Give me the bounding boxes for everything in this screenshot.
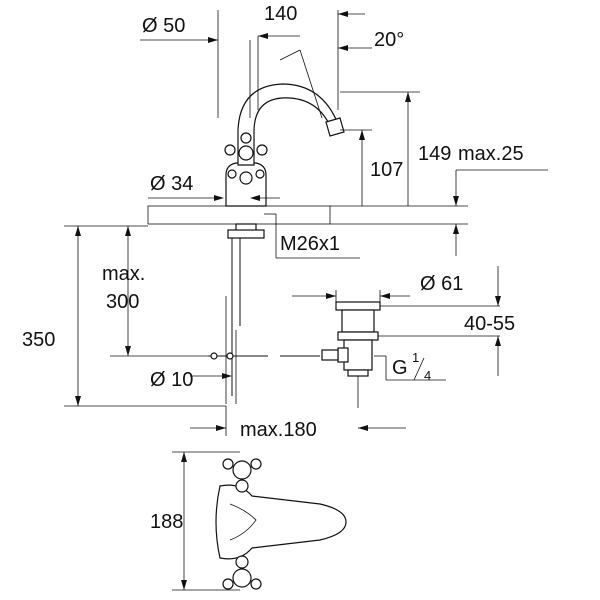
label-max300-line2: 300 <box>106 291 139 313</box>
dimension-labels: Ø 50 140 20° 149 107 max.25 Ø 34 M26x1 m… <box>22 3 524 533</box>
dimension-lines <box>64 10 548 436</box>
spout-plan <box>215 484 347 560</box>
popup-drain <box>321 301 381 408</box>
handle-bottom <box>222 555 262 590</box>
label-d34: Ø 34 <box>150 173 193 195</box>
label-max25: max.25 <box>458 143 524 165</box>
label-107: 107 <box>370 159 403 181</box>
label-d61: Ø 61 <box>420 273 463 295</box>
label-350: 350 <box>22 329 55 351</box>
faucet-top-view <box>172 451 347 591</box>
drain-flange <box>335 301 381 311</box>
label-188: 188 <box>150 511 183 533</box>
handle-top <box>222 458 262 493</box>
handle-cross <box>224 132 268 185</box>
label-max300-line1: max. <box>102 263 145 285</box>
label-d50: Ø 50 <box>142 15 185 37</box>
label-140: 140 <box>264 3 297 25</box>
spout-tip <box>325 117 345 137</box>
faucet-side-view <box>147 83 345 404</box>
label-max180: max.180 <box>240 419 317 441</box>
mounting-nut <box>227 229 265 239</box>
label-angle: 20° <box>374 29 404 51</box>
countertop <box>147 205 331 225</box>
label-g-num: 1 <box>412 350 419 365</box>
label-g-quarter: G 1 4 <box>392 350 431 383</box>
label-149: 149 <box>418 143 451 165</box>
label-g: G <box>392 357 408 379</box>
label-g-den: 4 <box>424 368 431 383</box>
label-range: 40-55 <box>464 313 515 335</box>
label-thread: M26x1 <box>280 233 340 255</box>
label-d10: Ø 10 <box>150 369 193 391</box>
